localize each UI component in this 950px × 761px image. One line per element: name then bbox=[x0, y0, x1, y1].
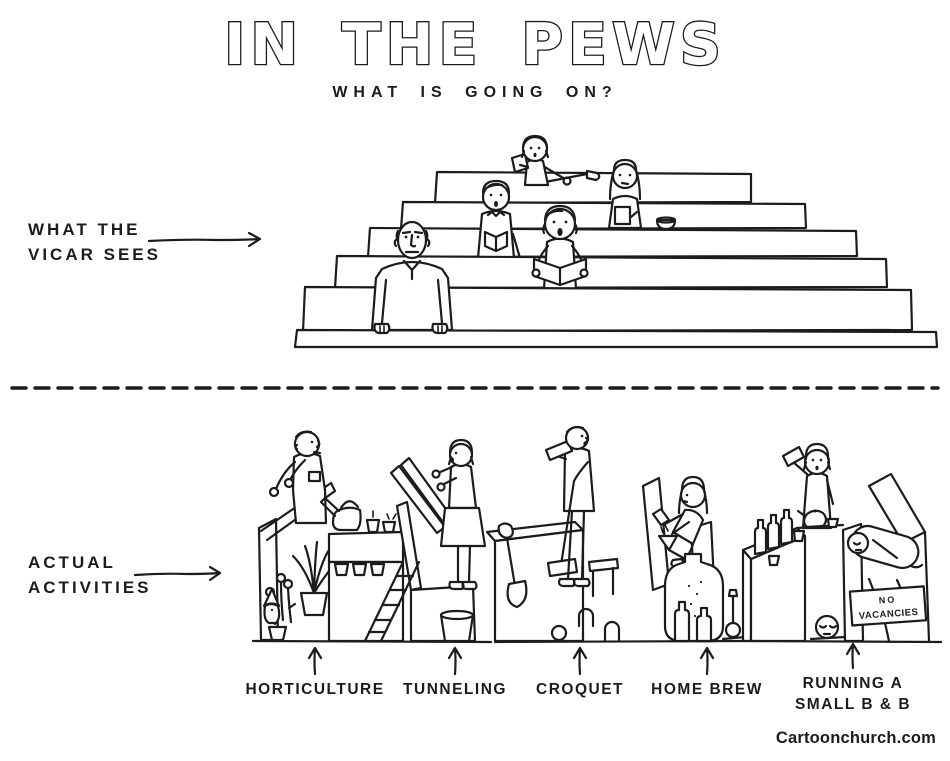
vicar-view-scene bbox=[293, 134, 939, 349]
brew-bottles bbox=[673, 600, 713, 643]
pew-tier bbox=[366, 226, 859, 259]
actual-activities-label-line2: ACTIVITIES bbox=[28, 577, 152, 597]
up-arrow-icon bbox=[447, 646, 463, 676]
airlock-flask bbox=[721, 588, 747, 641]
sign-line1: NO bbox=[879, 594, 897, 605]
vicar-sees-arrow-icon bbox=[147, 231, 262, 248]
singing-woman-with-hymnbook bbox=[531, 204, 589, 291]
activity-caption-horticulture: HORTICULTURE bbox=[235, 644, 395, 701]
homebrew-woman bbox=[651, 475, 709, 569]
up-arrow-icon bbox=[845, 642, 861, 670]
actual-activities-arrow-icon bbox=[133, 565, 222, 582]
sign-line2: VACANCIES bbox=[858, 607, 918, 622]
seedling-crates bbox=[327, 510, 405, 643]
activity-label: HOME BREW bbox=[651, 681, 763, 698]
activity-label: CROQUET bbox=[536, 681, 624, 698]
singing-woman-with-bow bbox=[476, 179, 522, 260]
vicar-sees-label: WHAT THE VICAR SEES bbox=[28, 218, 161, 267]
pew-tier bbox=[399, 200, 808, 231]
tunneling-station bbox=[363, 438, 487, 643]
vicar-sees-label-line1: WHAT THE bbox=[28, 220, 141, 239]
bucket bbox=[439, 609, 475, 643]
no-vacancies-sign: NO VACANCIES bbox=[848, 577, 928, 643]
croquet-hoops bbox=[577, 607, 621, 643]
site-credit: Cartoonchurch.com bbox=[775, 729, 936, 747]
up-arrow-icon bbox=[572, 646, 588, 676]
activity-label-line2: SMALL B & B bbox=[794, 695, 912, 713]
actual-activities-scene: NO VACANCIES bbox=[251, 425, 943, 644]
long-haired-woman bbox=[607, 158, 643, 230]
bald-man-in-front-pew bbox=[370, 220, 454, 335]
gardening-man bbox=[268, 430, 328, 525]
pew-tier bbox=[301, 285, 914, 333]
pew-tier bbox=[333, 254, 889, 290]
croquet-man bbox=[544, 425, 596, 588]
bnb-station: NO VACANCIES bbox=[741, 442, 931, 643]
up-arrow-icon bbox=[699, 646, 715, 676]
garden-gnome bbox=[262, 587, 281, 625]
activity-caption-home-brew: HOME BREW bbox=[632, 644, 782, 701]
pew-tiers bbox=[433, 170, 753, 205]
actual-activities-label-line1: ACTUAL bbox=[28, 553, 116, 572]
demijohn bbox=[663, 552, 725, 643]
pew-base bbox=[293, 328, 939, 349]
tea-tray bbox=[795, 509, 845, 530]
drinks-shelf-pew bbox=[741, 508, 807, 643]
activity-label: HORTICULTURE bbox=[245, 681, 385, 698]
ladder bbox=[363, 560, 421, 643]
sleeping-guest bbox=[846, 524, 924, 570]
kneeler-stool bbox=[587, 557, 620, 598]
timber-planks bbox=[389, 456, 455, 535]
dashed-divider bbox=[10, 386, 940, 390]
activity-label-line1: RUNNING A bbox=[802, 675, 904, 692]
actual-activities-label: ACTUAL ACTIVITIES bbox=[28, 551, 152, 600]
vicar-sees-label-line2: VICAR SEES bbox=[28, 244, 161, 264]
activity-label: TUNNELING bbox=[403, 681, 507, 698]
activity-caption-small-bnb: RUNNING A SMALL B & B bbox=[773, 640, 933, 716]
croquet-ball bbox=[550, 624, 568, 642]
tunneling-woman bbox=[431, 438, 487, 591]
ground-line bbox=[251, 639, 943, 644]
spade bbox=[497, 522, 528, 609]
woman-on-top-pew bbox=[510, 134, 601, 187]
up-arrow-icon bbox=[307, 646, 323, 676]
activity-caption-tunneling: TUNNELING bbox=[385, 644, 525, 701]
page-subtitle: WHAT IS GOING ON? bbox=[332, 84, 618, 101]
title-lettering: IN THE PEWS bbox=[223, 11, 726, 80]
horticulture-station bbox=[257, 430, 405, 643]
watering-can bbox=[319, 496, 362, 532]
activity-caption-croquet: CROQUET bbox=[510, 644, 650, 701]
homebrew-station bbox=[641, 475, 747, 643]
sleeping-guest-below bbox=[809, 614, 847, 641]
page-title: IN THE PEWS bbox=[224, 12, 726, 78]
croquet-station bbox=[485, 425, 621, 643]
teacup-on-ledge bbox=[655, 216, 677, 231]
